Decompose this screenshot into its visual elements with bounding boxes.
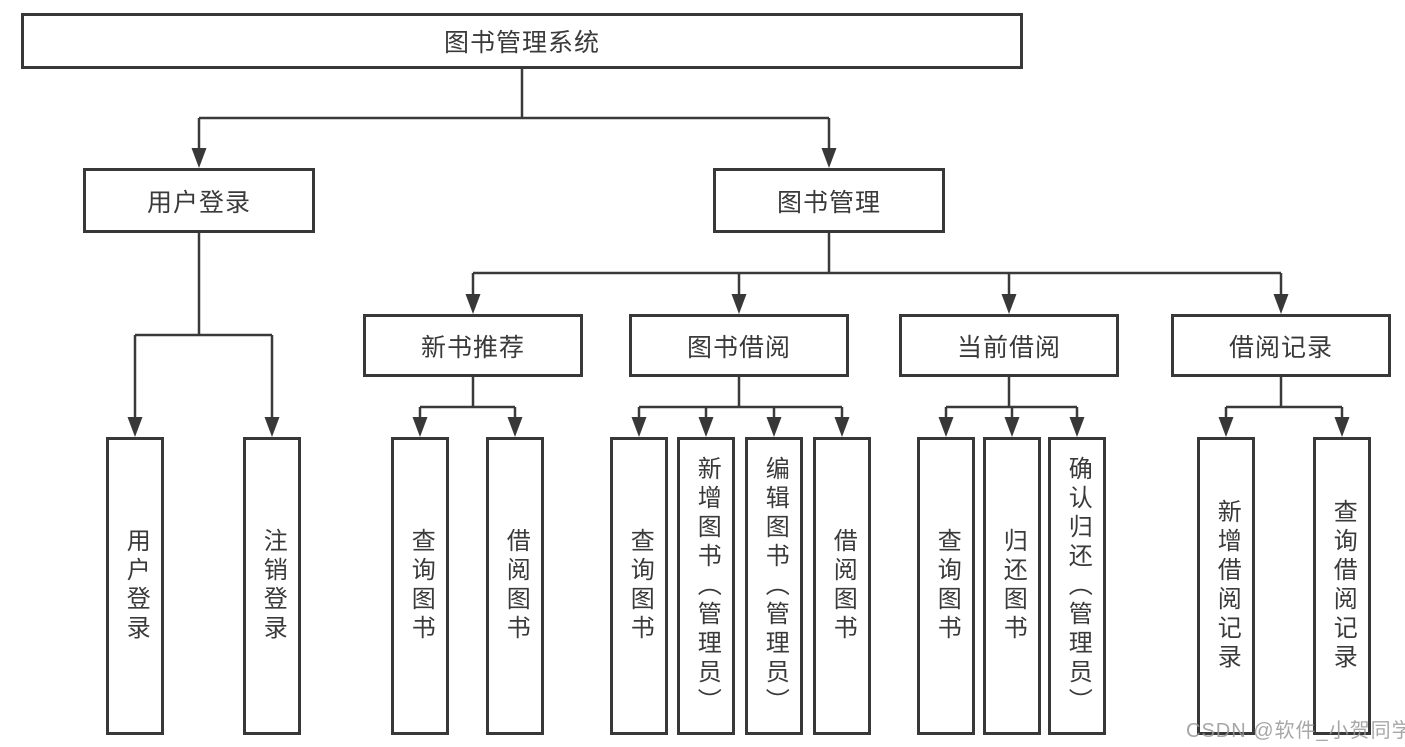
leaf-label: 用户登录 [122, 528, 150, 644]
leaf-label: 查询借阅记录 [1329, 499, 1357, 673]
leaf-borrow-books: 借阅图书 [813, 437, 871, 735]
node-library-management-system: 图书管理系统 [21, 13, 1023, 69]
leaf-label: 借阅图书 [829, 528, 857, 644]
leaf-label: 归还图书 [999, 528, 1027, 644]
leaf-label: 新增借阅记录 [1213, 499, 1241, 673]
leaf-query-borrow-record: 查询借阅记录 [1313, 437, 1371, 735]
watermark: CSDN @软件_小贺同学 [1186, 720, 1405, 742]
node-label: 用户登录 [146, 188, 251, 217]
leaf-label: 查询图书 [933, 528, 961, 644]
node-label: 图书管理系统 [443, 29, 600, 57]
node-label: 图书管理 [776, 188, 881, 217]
node-label: 新书推荐 [420, 333, 525, 362]
node-book-management: 图书管理 [713, 168, 945, 233]
node-label: 借阅记录 [1228, 333, 1333, 362]
leaf-current-query-books: 查询图书 [917, 437, 975, 735]
leaf-label: 注销登录 [259, 528, 287, 644]
leaf-add-borrow-record: 新增借阅记录 [1197, 437, 1255, 735]
node-label: 图书借阅 [686, 333, 791, 362]
leaf-newrec-query-books: 查询图书 [391, 437, 449, 735]
leaf-label: 查询图书 [407, 528, 435, 644]
leaf-newrec-borrow-books: 借阅图书 [486, 437, 544, 735]
leaf-borrow-query-books: 查询图书 [610, 437, 668, 735]
leaf-add-books-admin: 新增图书（管理员） [677, 437, 735, 735]
leaf-label: 借阅图书 [502, 528, 530, 644]
node-current-borrowing: 当前借阅 [899, 314, 1119, 377]
node-borrowing-records: 借阅记录 [1171, 314, 1391, 377]
node-book-borrowing: 图书借阅 [629, 314, 849, 377]
leaf-logout: 注销登录 [243, 437, 301, 735]
leaf-edit-books-admin: 编辑图书（管理员） [745, 437, 803, 735]
leaf-user-login: 用户登录 [106, 437, 164, 735]
leaf-label: 编辑图书（管理员） [761, 455, 789, 717]
leaf-label: 确认归还（管理员） [1064, 455, 1092, 717]
leaf-return-books: 归还图书 [983, 437, 1041, 735]
node-new-book-recommendation: 新书推荐 [363, 314, 583, 377]
leaf-label: 新增图书（管理员） [693, 455, 721, 717]
node-user-login: 用户登录 [83, 168, 315, 233]
leaf-confirm-return-admin: 确认归还（管理员） [1048, 437, 1106, 735]
node-label: 当前借阅 [956, 333, 1061, 362]
leaf-label: 查询图书 [626, 528, 654, 644]
connector-path [133, 69, 1344, 419]
